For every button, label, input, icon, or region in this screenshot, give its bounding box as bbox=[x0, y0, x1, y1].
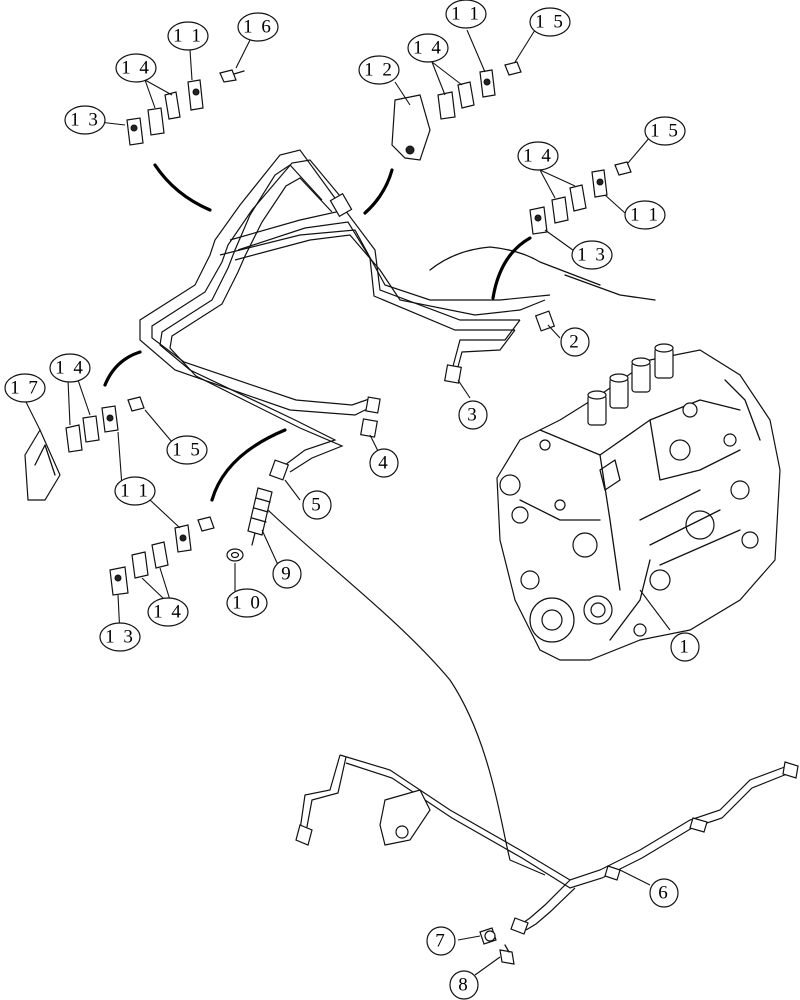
callout-label: 7 bbox=[435, 931, 447, 952]
callout-14-left: 1 4 bbox=[49, 353, 91, 383]
hex-screw bbox=[499, 944, 515, 965]
callout-label: 1 5 bbox=[535, 12, 565, 33]
clamp-set-left bbox=[24, 396, 145, 501]
callout-label: 6 bbox=[658, 883, 670, 904]
callout-label: 1 6 bbox=[243, 17, 273, 38]
attachment-indicators bbox=[103, 163, 532, 502]
callout-17: 1 7 bbox=[4, 373, 46, 403]
clamp-set-upper-left bbox=[126, 69, 245, 146]
callout-14-upper-middle: 1 4 bbox=[407, 33, 449, 63]
callout-10: 1 0 bbox=[226, 588, 268, 618]
callout-label: 3 bbox=[467, 405, 479, 426]
callout-6: 6 bbox=[649, 878, 679, 908]
callout-label: 2 bbox=[569, 332, 581, 353]
callout-14-upper-left: 1 4 bbox=[115, 53, 157, 83]
callout-label: 1 1 bbox=[630, 205, 660, 226]
callout-label: 1 4 bbox=[153, 602, 183, 623]
callout-3: 3 bbox=[458, 400, 488, 430]
injection-pump bbox=[496, 343, 781, 661]
callout-14-right: 1 4 bbox=[517, 141, 559, 171]
callout-label: 1 7 bbox=[10, 378, 40, 399]
callout-15-right: 1 5 bbox=[644, 116, 686, 146]
callout-label: 1 5 bbox=[172, 440, 202, 461]
callout-1: 1 bbox=[670, 632, 700, 662]
callout-9: 9 bbox=[272, 559, 302, 589]
callout-11-left: 1 1 bbox=[114, 476, 156, 506]
callout-15-left: 1 5 bbox=[166, 435, 208, 465]
callout-label: 1 4 bbox=[413, 38, 443, 59]
callout-label: 1 4 bbox=[523, 146, 553, 167]
leader-lines bbox=[24, 29, 671, 976]
callout-label: 1 4 bbox=[55, 358, 85, 379]
callout-label: 9 bbox=[281, 564, 293, 585]
engine-outline bbox=[429, 246, 656, 301]
callout-label: 1 bbox=[679, 637, 691, 658]
callout-label: 1 1 bbox=[173, 26, 203, 47]
callout-14-lower-left: 1 4 bbox=[147, 597, 189, 627]
callout-4: 4 bbox=[369, 448, 399, 478]
clamp-set-right bbox=[529, 161, 632, 235]
callout-16: 1 6 bbox=[237, 12, 279, 42]
callout-label: 1 5 bbox=[650, 121, 680, 142]
callout-label: 8 bbox=[458, 975, 470, 996]
injection-line-bundle bbox=[139, 149, 556, 481]
callout-label: 1 3 bbox=[105, 627, 135, 648]
callout-label: 4 bbox=[378, 453, 390, 474]
sealing-washer bbox=[226, 548, 244, 562]
callout-label: 1 1 bbox=[120, 481, 150, 502]
callout-11-upper-left: 1 1 bbox=[167, 21, 209, 51]
callout-13-right: 1 3 bbox=[571, 240, 613, 270]
callout-12: 1 2 bbox=[358, 55, 400, 85]
callout-2: 2 bbox=[560, 327, 590, 357]
callout-8: 8 bbox=[449, 970, 479, 1000]
callout-label: 1 3 bbox=[577, 245, 607, 266]
callout-5: 5 bbox=[302, 490, 332, 520]
callout-label: 1 2 bbox=[364, 60, 394, 81]
callout-11-right: 1 1 bbox=[624, 200, 666, 230]
callout-label: 1 3 bbox=[70, 110, 100, 131]
callout-15-upper-middle: 1 5 bbox=[529, 7, 571, 37]
callout-13-upper-left: 1 3 bbox=[64, 105, 106, 135]
callout-13-lower-left: 1 3 bbox=[99, 622, 141, 652]
callout-label: 5 bbox=[311, 495, 323, 516]
callout-11-upper-middle: 1 1 bbox=[445, 0, 487, 29]
injector-nozzle bbox=[247, 487, 273, 546]
leak-off-return-line bbox=[267, 509, 799, 935]
callout-label: 1 0 bbox=[232, 593, 262, 614]
clamp-set-lower-left bbox=[109, 516, 215, 596]
clamp-set-upper-middle bbox=[391, 61, 522, 161]
callout-label: 1 1 bbox=[451, 4, 481, 25]
callout-label: 1 4 bbox=[121, 58, 151, 79]
banjo-bolt bbox=[479, 927, 497, 945]
callout-7: 7 bbox=[426, 926, 456, 956]
